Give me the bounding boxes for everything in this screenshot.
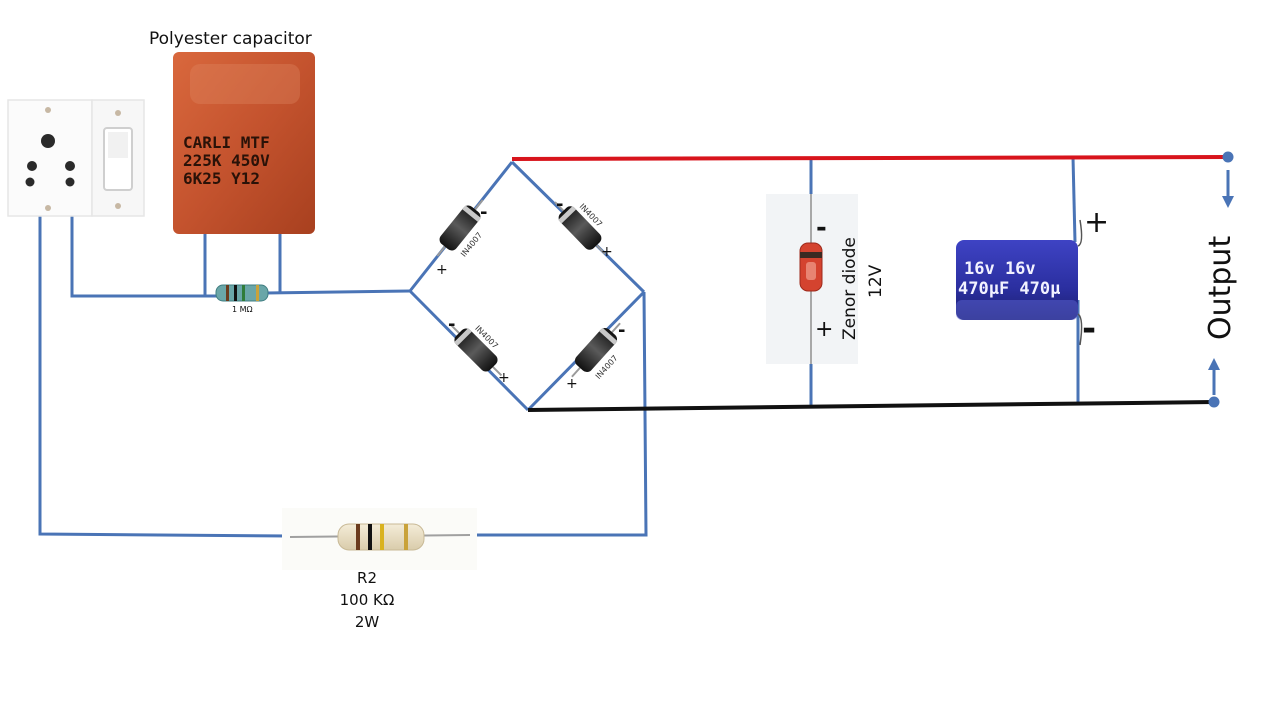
bridge-polarity-marks: + - - + - + - + [436,194,625,392]
polyester-capacitor-label: Polyester capacitor [149,29,312,49]
d1-minus: - [480,202,487,223]
d3-plus: + [498,370,510,386]
zener-minus: - [816,213,827,243]
wire-socket-to-r2 [38,192,291,538]
elec-cap-lead-positive [1071,156,1077,243]
capacitor-marking-1: CARLI MTF [183,133,270,152]
d4-minus: - [618,320,625,341]
output-terminal-positive [1222,151,1234,163]
output-label: Output [1203,236,1238,340]
zener-diode [766,194,858,364]
capacitor-marking-3: 6K25 Y12 [183,169,260,188]
d2-minus: - [556,194,563,215]
output-arrow-top-head [1222,196,1234,208]
wire-socket-to-capacitor [70,192,218,298]
d3-minus: - [448,314,455,335]
wall-socket [7,99,145,217]
wire-r2-to-bridge [470,291,648,537]
d2-plus: + [601,244,613,260]
positive-rail [511,155,1229,161]
wire-resistor-to-bridge [265,289,411,295]
electrolytic-capacitor: 16v 16v 470µF 470µ [956,219,1083,346]
diode-d1: IN4007 [436,199,484,259]
r2-power: 2W [355,613,380,631]
zener-label-voltage: 12V [866,264,886,298]
elec-cap-capacitance: 470µF 470µ [958,279,1060,299]
d1-plus: + [436,262,448,278]
polyester-capacitor: CARLI MTF 225K 450V 6K25 Y12 [173,52,315,234]
d4-plus: + [566,376,578,392]
resistor-1m-label: 1 MΩ [232,305,253,314]
elec-cap-minus: - [1082,309,1096,349]
resistor-1m [215,284,269,302]
r2-value: 100 KΩ [340,591,395,609]
output-arrow-bottom-head [1208,358,1220,370]
zener-plus: + [815,317,833,342]
output-terminal-negative [1208,396,1220,408]
r2-name: R2 [357,569,377,587]
negative-rail [527,400,1215,412]
elec-cap-plus: + [1084,205,1109,240]
resistor-r2 [282,508,477,570]
elec-cap-rating: 16v 16v [964,259,1036,279]
zener-label-name: Zenor diode [840,237,860,340]
capacitor-marking-2: 225K 450V [183,151,270,170]
